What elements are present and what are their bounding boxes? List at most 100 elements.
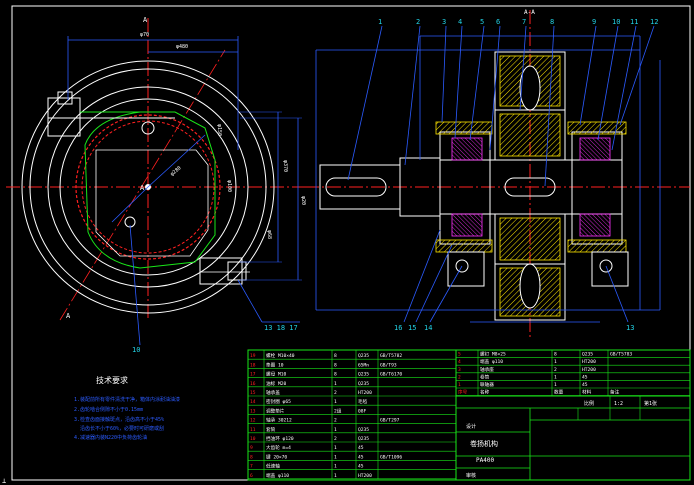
part-number-4: 4 <box>458 18 462 26</box>
bom-left-cell: Q235 <box>358 436 369 442</box>
bom-right-cell: 45 <box>582 382 588 388</box>
left-view <box>6 18 305 346</box>
title-block-title: 卷扬机构 <box>470 439 498 448</box>
bom-left-cell: GB/T5782 <box>380 353 402 359</box>
bom-right-cell: 序号 <box>458 389 468 396</box>
bom-left-cell: 1 <box>334 454 337 460</box>
bom-right-cell: 1 <box>554 382 557 388</box>
bom-right-cell: Q235 <box>582 352 593 358</box>
bom-right-cell: 1 <box>554 374 557 380</box>
bom-left-cell: 8 <box>334 353 337 359</box>
bom-left-cell: 10 <box>250 436 256 442</box>
bom-left-cell: 1 <box>334 399 337 405</box>
bom-left-row: 10 挡油环 φ120 2 Q235 <box>248 432 456 443</box>
bom-right-cell: 轴承座 <box>480 366 494 373</box>
bom-right-cell: HT200 <box>582 367 596 373</box>
part-number-3: 3 <box>442 18 446 26</box>
leader-label-13-18-17: 13 18 17 <box>264 324 298 332</box>
bom-left-cell: 13 <box>250 408 256 414</box>
bom-left-cell: 轴承 30212 <box>266 417 292 424</box>
bom-right-cell: 2 <box>458 374 461 380</box>
bom-left-cell: 1 <box>334 381 337 387</box>
bom-left-cell: 调整垫片 <box>266 407 285 414</box>
bom-left-cell: 11 <box>250 427 256 433</box>
bom-left-cell: 毛毡 <box>358 398 368 405</box>
bom-left-cell: 端盖 φ110 <box>266 472 289 479</box>
bom-left-cell: 7 <box>250 464 253 470</box>
bom-left-cell: 1 <box>334 445 337 451</box>
title-block-subtitle: PA400 <box>476 457 494 464</box>
bom-left-cell: 19 <box>250 353 256 359</box>
title-block: 卷扬机构 PA400 比例 1:2 第1张 设计 审核 <box>455 395 691 481</box>
part-number-15: 15 <box>408 324 416 332</box>
bom-right-cell: HT200 <box>582 359 596 365</box>
bom-left-cell: 45 <box>358 454 364 460</box>
section-title-a-a: A-A <box>524 9 535 16</box>
bom-right-cell: 备注 <box>610 389 620 396</box>
bom-left-cell: 螺栓 M10×40 <box>266 352 295 359</box>
bom-left-cell: 6 <box>250 473 253 479</box>
section-mark-a-bottom: A <box>66 312 71 320</box>
dim-phi150: φ150 <box>216 124 222 136</box>
part-number-7: 7 <box>522 18 526 26</box>
bom-right-cell: 联轴器 <box>480 381 494 388</box>
part-number-16: 16 <box>394 324 402 332</box>
part-number-2: 2 <box>416 18 420 26</box>
bom-left-cell: GB/T1096 <box>380 454 402 460</box>
bom-left-cell: 16 <box>250 381 256 387</box>
dim-phi68: φ68 <box>266 230 272 239</box>
bom-left-cell: 螺母 M10 <box>266 371 286 378</box>
dim-phi70: φ70 <box>140 32 149 38</box>
technical-notes: 技术要求 1.装配前所有零件清洗干净，箱体内涂耐油油漆 2.齿轮啮合侧隙不小于0… <box>74 375 180 441</box>
notes-line-3: 3.检查齿面接触斑点，沿齿高不小于45% <box>74 416 164 423</box>
section-mark-a-center: A <box>140 184 145 192</box>
bom-left-cell: 08F <box>358 408 367 414</box>
bom-left-cell: GB/T6170 <box>380 372 402 378</box>
leader-label-10: 10 <box>132 346 140 354</box>
dim-phi100: φ100 <box>226 180 232 192</box>
bom-left-cell: 8 <box>334 362 337 368</box>
notes-title: 技术要求 <box>96 375 128 385</box>
bom-left-cell: 15 <box>250 390 256 396</box>
title-block-checker: 审核 <box>466 472 476 479</box>
bom-right-cell: 2 <box>554 367 557 373</box>
bom-left-cell: GB/T93 <box>380 362 397 368</box>
bom-left-cell: Q235 <box>358 372 369 378</box>
bom-right-cell: 螺钉 M8×25 <box>480 351 506 358</box>
bom-left-cell: 2 <box>334 436 337 442</box>
bom-right-cell: 45 <box>582 374 588 380</box>
bom-left-cell: 1 <box>334 427 337 433</box>
ucs-cursor-icon: ⊥ <box>2 477 6 485</box>
bom-left-cell: HT200 <box>358 473 372 479</box>
bom-right-cell: 5 <box>458 352 461 358</box>
bom-left-cell: 1 <box>334 464 337 470</box>
bom-right-cell: 1 <box>554 359 557 365</box>
title-block-sheet: 第1张 <box>644 400 657 407</box>
right-view-section <box>305 10 690 340</box>
bom-left-cell: Q235 <box>358 427 369 433</box>
bom-right-cell: 8 <box>554 352 557 358</box>
notes-line-2: 2.齿轮啮合侧隙不小于0.15mm <box>74 406 143 413</box>
bom-left-cell: 12 <box>250 418 256 424</box>
bom-left-cell: 17 <box>250 372 256 378</box>
bom-left-cell: 45 <box>358 445 364 451</box>
part-number-labels: A-A 1 2 3 4 5 6 7 8 9 10 11 12 16 15 14 … <box>378 9 658 332</box>
bom-right-cell: 数量 <box>554 389 564 396</box>
dim-phi20: φ20 <box>300 196 306 205</box>
bom-left-cell: 挡油环 φ120 <box>266 435 294 442</box>
bom-right-cell: 3 <box>458 367 461 373</box>
bom-right-cell: 端盖 φ110 <box>480 358 503 365</box>
bom-left-cell: 14 <box>250 399 256 405</box>
bom-left-cell: 8 <box>250 454 253 460</box>
